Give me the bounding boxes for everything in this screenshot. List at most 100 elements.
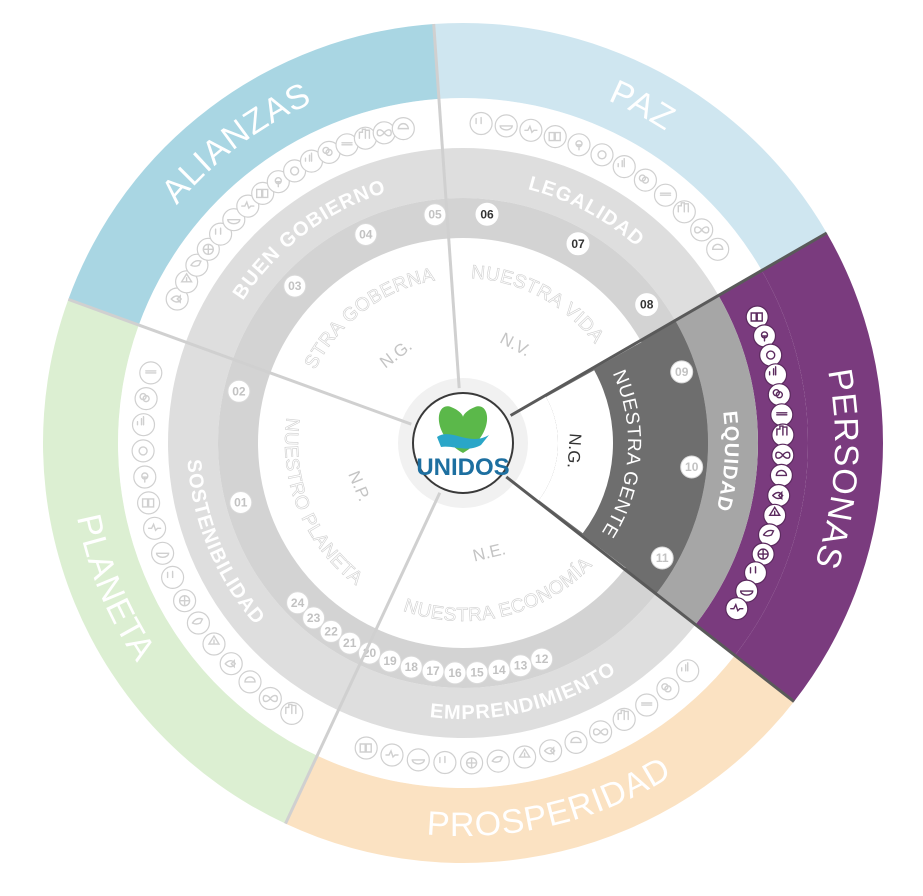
- outer-sector-personas: [734, 233, 883, 702]
- health-icon: [143, 516, 167, 540]
- outer-sector-prosperidad: [285, 655, 794, 863]
- equal-icon: [770, 403, 794, 427]
- health-icon: [725, 597, 749, 621]
- book-icon: [745, 305, 769, 329]
- city-icon: [771, 423, 795, 447]
- number-badge-06: 06: [475, 202, 499, 226]
- gears-icon: [767, 383, 791, 407]
- bowl-icon: [735, 579, 759, 603]
- svg-text:05: 05: [428, 208, 442, 222]
- number-badge-19: 19: [378, 649, 402, 673]
- gender-icon: [266, 170, 290, 194]
- svg-text:22: 22: [324, 624, 338, 638]
- svg-text:23: 23: [307, 611, 321, 625]
- fish-icon: [538, 739, 563, 763]
- number-badge-18: 18: [399, 655, 423, 679]
- divider-2: [509, 231, 828, 417]
- number-badge-14: 14: [487, 658, 511, 682]
- number-badge-05: 05: [423, 203, 447, 227]
- growth-icon: [676, 659, 700, 683]
- logo-text: UNIDOS: [416, 454, 509, 481]
- number-badge-15: 15: [465, 661, 489, 685]
- equal-icon: [335, 133, 359, 157]
- fish-icon: [219, 652, 243, 676]
- people-icon: [469, 111, 493, 136]
- number-badge-10: 10: [680, 455, 704, 479]
- infinity-icon: [372, 121, 396, 145]
- gears-icon: [134, 387, 158, 411]
- middle-sector-buen-gobierno: [185, 148, 446, 360]
- sector-dividers: [67, 23, 828, 825]
- health-icon: [380, 743, 404, 767]
- inner-active-core: [538, 370, 613, 534]
- city-icon: [672, 200, 696, 224]
- number-badge-08: 08: [635, 293, 659, 317]
- svg-text:06: 06: [480, 207, 494, 221]
- number-badge-23: 23: [302, 606, 326, 630]
- svg-text:21: 21: [343, 636, 357, 650]
- number-badge-13: 13: [509, 654, 533, 678]
- gears-icon: [633, 168, 658, 192]
- outer-sector-planeta: [43, 299, 318, 824]
- flower-icon: [460, 751, 484, 775]
- outer-ring: [43, 22, 883, 863]
- book-icon: [137, 491, 161, 515]
- svg-text:11: 11: [656, 551, 669, 565]
- equal-icon: [653, 183, 678, 207]
- svg-text:18: 18: [405, 660, 419, 674]
- gears-icon: [656, 677, 680, 701]
- bowl-icon: [406, 748, 430, 772]
- growth-icon: [612, 155, 636, 179]
- middle-sector-emprendimiento: [338, 593, 696, 738]
- svg-text:13: 13: [514, 659, 528, 673]
- svg-text:24: 24: [291, 596, 305, 610]
- infinity-icon: [258, 686, 282, 711]
- sun-icon: [131, 439, 155, 463]
- middle-sector-legalidad: [442, 148, 719, 321]
- number-badge-09: 09: [670, 360, 694, 384]
- svg-text:03: 03: [288, 279, 302, 293]
- number-badge-21: 21: [338, 631, 362, 655]
- inner-core-1: [448, 238, 641, 416]
- inner-core-4: [257, 372, 440, 629]
- tree-icon: [512, 745, 537, 769]
- people-icon: [209, 222, 233, 246]
- tree-icon: [763, 503, 787, 527]
- svg-text:12: 12: [535, 652, 549, 666]
- health-icon: [519, 118, 543, 142]
- outer-sector-paz: [433, 22, 827, 271]
- gender-icon: [567, 133, 591, 157]
- climate-icon: [706, 237, 730, 261]
- number-badge-24: 24: [286, 591, 310, 615]
- fish-icon: [767, 483, 791, 508]
- climate-icon: [238, 670, 262, 694]
- number-badge-11: 11: [650, 546, 674, 570]
- svg-text:14: 14: [492, 663, 506, 677]
- bowl-icon: [151, 541, 175, 565]
- city-icon: [612, 707, 636, 732]
- svg-text:02: 02: [232, 384, 246, 398]
- people-icon: [433, 750, 457, 775]
- svg-text:09: 09: [675, 365, 689, 379]
- infinity-icon: [771, 443, 795, 467]
- divider-5: [67, 297, 412, 426]
- book-icon: [251, 181, 275, 205]
- svg-text:16: 16: [448, 666, 462, 680]
- gender-icon: [133, 465, 157, 489]
- number-badge-04: 04: [354, 223, 378, 246]
- peace-icon: [486, 749, 510, 773]
- number-badge-07: 07: [566, 232, 590, 256]
- number-badge-12: 12: [530, 647, 554, 671]
- bowl-icon: [222, 208, 246, 232]
- inner-core-3: [376, 476, 625, 648]
- growth-icon: [763, 363, 788, 387]
- inner-core-5: [270, 238, 460, 425]
- climate-icon: [391, 117, 415, 141]
- middle-sector-sostenibilidad: [167, 342, 360, 711]
- peace-icon: [185, 253, 209, 277]
- divider-1: [432, 23, 461, 389]
- sdg-icons: [131, 111, 795, 775]
